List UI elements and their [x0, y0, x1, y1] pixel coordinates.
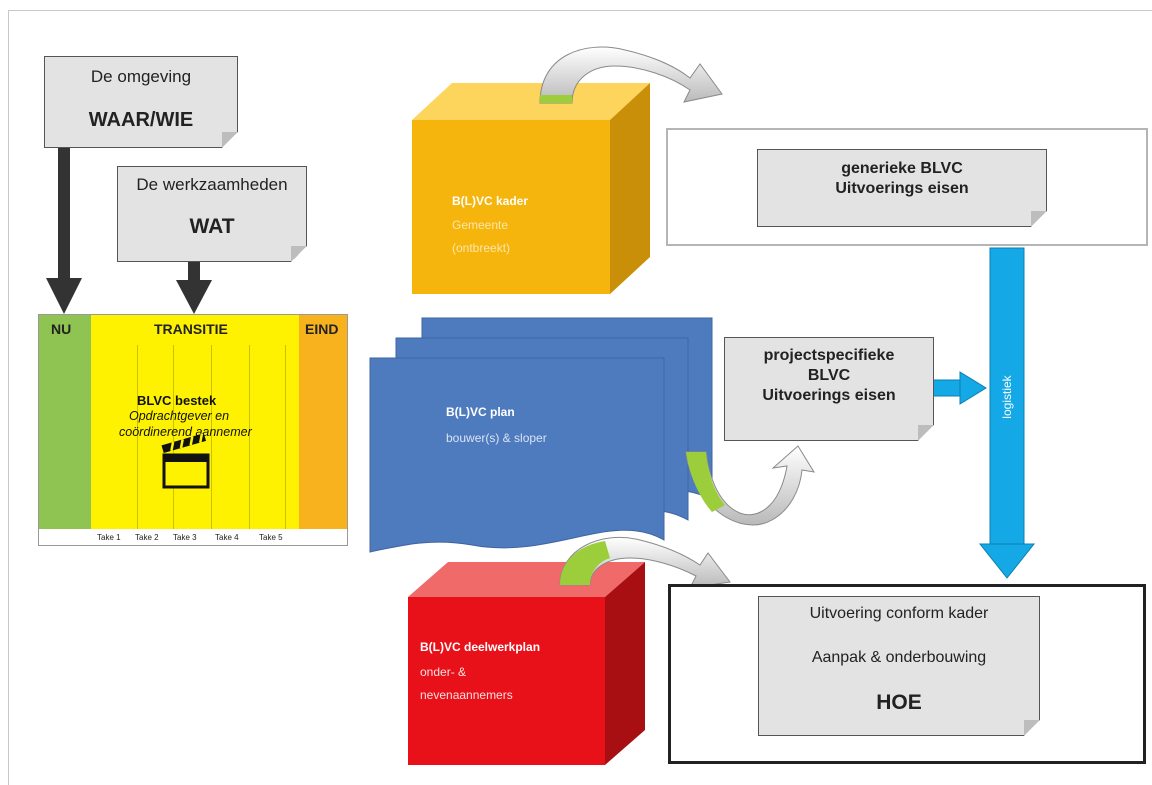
plan-line1: bouwer(s) & sloper [446, 431, 547, 445]
kader-title: B(L)VC kader [452, 194, 529, 208]
note-omgeving: De omgeving WAAR/WIE [44, 56, 238, 148]
curved-arrow-plan [685, 445, 816, 526]
deelwerkplan-line2: nevenaannemers [420, 688, 513, 702]
take-divider [249, 345, 250, 529]
clapperboard-icon [161, 433, 210, 489]
arrow-to-logistiek [931, 371, 987, 405]
deelwerkplan-title: B(L)VC deelwerkplan [420, 640, 541, 654]
arrow-omgeving-down [46, 146, 82, 314]
note-hoe-line3: HOE [876, 691, 922, 714]
note-generieke: generieke BLVC Uitvoerings eisen [757, 149, 1047, 227]
label-eind: EIND [305, 321, 339, 337]
note-hoe: Uitvoering conform kader Aanpak & onderb… [758, 596, 1040, 736]
note-projectspecifiek: projectspecifieke BLVC Uitvoerings eisen [724, 337, 934, 441]
phase-nu [39, 315, 91, 529]
deelwerkplan-line1: onder- & [420, 665, 467, 679]
frame-top-line [8, 10, 1152, 11]
bestek-title: BLVC bestek [137, 393, 217, 408]
take-3: Take 3 [173, 533, 197, 542]
curved-arrow-kader [539, 46, 723, 104]
note-generieke-line1: generieke BLVC [841, 160, 963, 177]
take-1: Take 1 [97, 533, 121, 542]
note-werkzaamheden: De werkzaamheden WAT [117, 166, 307, 262]
kader-line2: (ontbreekt) [452, 241, 511, 255]
note-projectspecifiek-line1: projectspecifieke [763, 347, 895, 364]
take-divider [137, 345, 138, 529]
take-divider [173, 345, 174, 529]
bestek-sub2: coördinerend aannemer [119, 425, 252, 439]
logistiek-arrow [978, 247, 1036, 579]
kader-line1: Gemeente [452, 218, 509, 232]
take-divider [211, 345, 212, 529]
note-hoe-line2: Aanpak & onderbouwing [811, 649, 987, 666]
logistiek-label: logistiek [1000, 375, 1014, 419]
note-projectspecifiek-line2: BLVC [807, 367, 851, 384]
take-2: Take 2 [135, 533, 159, 542]
note-omgeving-line2: WAAR/WIE [88, 109, 194, 131]
plan-title: B(L)VC plan [446, 405, 515, 419]
take-5: Take 5 [259, 533, 283, 542]
plan-document-stack [369, 317, 713, 553]
label-transitie: TRANSITIE [154, 321, 228, 337]
phase-eind [299, 315, 347, 529]
note-generieke-line2: Uitvoerings eisen [835, 180, 969, 197]
phase-transitie [91, 315, 299, 529]
take-divider [285, 345, 286, 529]
timeline-panel: NU TRANSITIE EIND BLVC bestek Opdrachtge… [38, 314, 348, 546]
deelwerkplan-cube [408, 562, 645, 765]
arrow-werkzaamheden-down [176, 262, 212, 314]
curved-arrow-deelwerkplan [559, 536, 731, 589]
note-werkzaamheden-line2: WAT [189, 215, 235, 238]
kader-cube [412, 83, 650, 294]
note-projectspecifiek-line3: Uitvoerings eisen [762, 387, 896, 404]
note-omgeving-line1: De omgeving [90, 67, 192, 86]
bestek-sub1: Opdrachtgever en [129, 409, 230, 423]
take-4: Take 4 [215, 533, 239, 542]
note-hoe-line1: Uitvoering conform kader [809, 605, 989, 622]
label-nu: NU [51, 321, 72, 337]
frame-left-line [8, 10, 9, 785]
note-werkzaamheden-line1: De werkzaamheden [136, 175, 288, 194]
